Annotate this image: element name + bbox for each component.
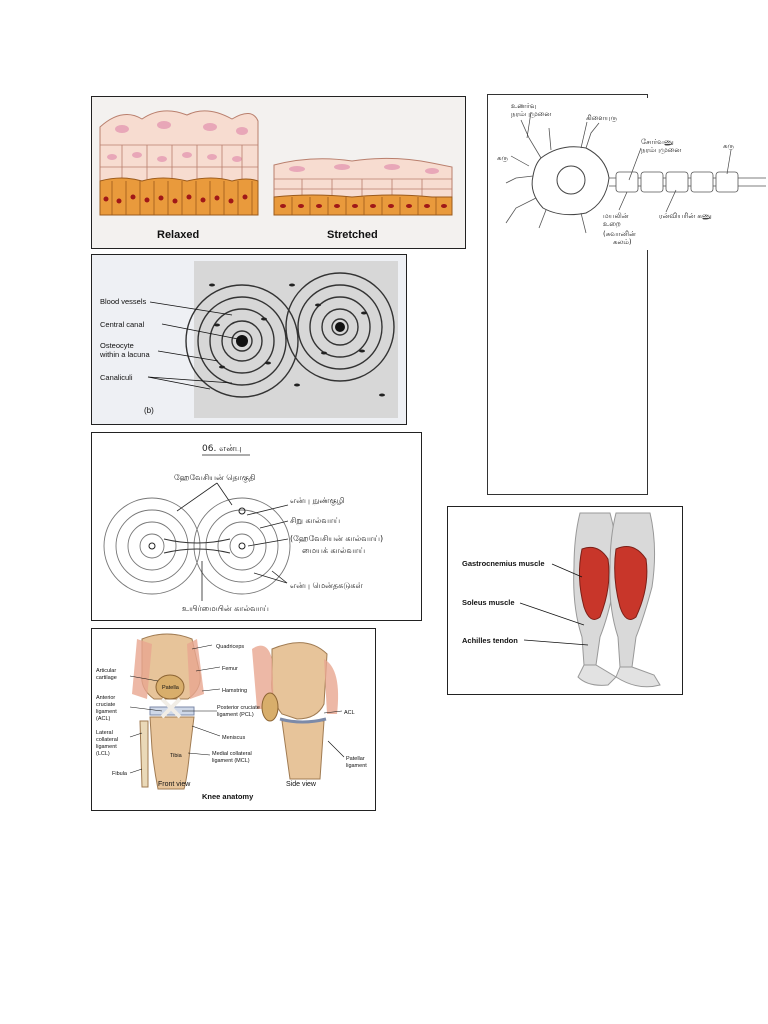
neuron-label-9: உறை [603, 220, 621, 228]
bone-micrograph-figure: Blood vessels Central canal Osteocyte wi… [91, 254, 407, 425]
sketch-label-volkmann-canal: உயிர்மையின் கால்வாய் [182, 604, 269, 613]
knee-label-fibula: Fibula [112, 771, 128, 777]
neuron-label-3: கிளையுரு [586, 114, 618, 122]
label-gastrocnemius: Gastrocnemius muscle [462, 559, 545, 568]
knee-label-acl-side: ACL [344, 710, 355, 716]
sketch-label-lamellae: என்பு மென்தகடுகள் [290, 581, 364, 590]
calf-right [609, 512, 661, 688]
knee-side-view-caption: Side view [286, 781, 317, 788]
knee-label-anterior: Anterior [96, 695, 115, 701]
neuron-label-4: கரு [497, 154, 508, 162]
knee-anatomy-illustration: Quadriceps Femur Articular cartilage Pat… [92, 629, 375, 810]
sketch-label-central-canal: மையக் கால்வாய் [302, 546, 365, 555]
knee-label-cartilage: cartilage [96, 675, 117, 681]
sketch-title: 06. என்பு [202, 444, 242, 454]
sketch-label-canaliculi: சிறு கால்வாய் [290, 516, 340, 526]
knee-anatomy-figure: Quadriceps Femur Articular cartilage Pat… [91, 628, 376, 811]
neuron-label-7: கரு [723, 142, 734, 150]
leg-muscle-figure: Gastrocnemius muscle Soleus muscle Achil… [447, 506, 683, 695]
neuron-figure: உணர்வு நரம்புமுனை கிளையுரு கரு சோர்வணு ந… [491, 98, 768, 250]
knee-label-ligament: ligament [96, 709, 117, 715]
knee-label-posterior-cruciate: Posterior cruciate [217, 705, 260, 711]
bone-sketch-figure: 06. என்பு ஹேவேசியன் தொகுதி என்பு நுண்குழ… [91, 432, 422, 621]
label-achilles: Achilles tendon [462, 636, 518, 645]
knee-label-patellar: Patellar [346, 756, 365, 762]
label-canaliculi: Canaliculi [100, 373, 133, 382]
label-osteocyte: Osteocyte [100, 341, 134, 350]
neuron-label-2: நரம்புமுனை [511, 110, 551, 118]
neuron-label-12: ரன்வியரின் கணு [659, 212, 712, 220]
panel-tag: (b) [144, 406, 154, 415]
neuron-label-11: கலம்) [613, 238, 632, 246]
relaxed-tissue [99, 110, 259, 216]
knee-label-lcl: (LCL) [96, 751, 110, 757]
epithelium-figure: Relaxed Stretched [91, 96, 466, 249]
neuron-label-10: (சுவானின் [603, 230, 636, 238]
knee-label-mcl: ligament (MCL) [212, 758, 250, 764]
neuron-label-8: மயலின் [603, 212, 629, 220]
knee-label-meniscus: Meniscus [222, 735, 245, 741]
sketch-label-lacuna: என்பு நுண்குழி [290, 496, 345, 506]
label-soleus: Soleus muscle [462, 598, 515, 607]
knee-title: Knee anatomy [202, 792, 254, 801]
knee-label-articular: Articular [96, 668, 116, 674]
sketch-label-haversian-system: ஹேவேசியன் தொகுதி [174, 473, 255, 483]
neuron-label-6: நரம்புமுனை [641, 146, 681, 154]
sketch-label-haversian-canal: (ஹேவேசியன் கால்வாய்) [290, 534, 383, 543]
label-within-lacuna: within a lacuna [99, 350, 150, 359]
calf-left [573, 512, 617, 686]
stretched-label: Stretched [327, 229, 378, 241]
knee-label-pcl: ligament (PCL) [217, 712, 254, 718]
knee-label-acl-abbr: (ACL) [96, 716, 111, 722]
knee-label-ligament-2: ligament [96, 744, 117, 750]
neuron-illustration: உணர்வு நரம்புமுனை கிளையுரு கரு சோர்வணு ந… [491, 98, 768, 250]
stretched-tissue [273, 157, 453, 216]
knee-side-view [252, 642, 339, 780]
neuron-label-1: உணர்வு [511, 102, 537, 110]
knee-label-cruciate: cruciate [96, 702, 115, 708]
knee-label-hamstring: Hamstring [222, 688, 247, 694]
knee-front-view [132, 633, 204, 790]
bone-sketch-illustration: 06. என்பு ஹேவேசியன் தொகுதி என்பு நுண்குழ… [92, 433, 421, 620]
leg-muscle-illustration: Gastrocnemius muscle Soleus muscle Achil… [448, 507, 682, 694]
knee-label-lateral: Lateral [96, 730, 113, 736]
knee-label-collateral: collateral [96, 737, 118, 743]
knee-label-patella: Patella [162, 685, 180, 691]
knee-label-medial-collateral: Medial collateral [212, 751, 252, 757]
knee-label-tibia: Tibia [170, 753, 183, 759]
epithelium-illustration: Relaxed Stretched [92, 97, 465, 248]
knee-label-ligament-3: ligament [346, 763, 367, 769]
knee-label-quadriceps: Quadriceps [216, 644, 244, 650]
bone-micrograph-illustration: Blood vessels Central canal Osteocyte wi… [92, 255, 406, 424]
knee-label-femur: Femur [222, 666, 238, 672]
label-blood-vessels: Blood vessels [100, 297, 147, 306]
knee-front-view-caption: Front view [158, 781, 191, 788]
label-central-canal: Central canal [100, 320, 145, 329]
neuron-label-5: சோர்வணு [641, 138, 674, 146]
relaxed-label: Relaxed [157, 229, 199, 241]
